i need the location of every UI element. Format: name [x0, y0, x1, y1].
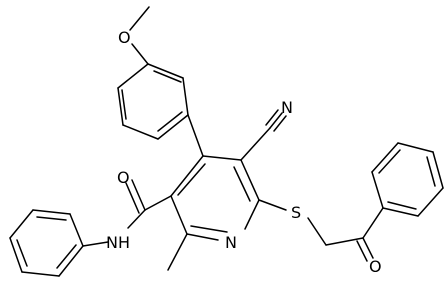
pyridine-ring — [170, 155, 260, 241]
bond-py-2 — [240, 159, 260, 201]
bond-py-6 — [170, 155, 204, 197]
bond-co-2 — [125, 182, 140, 214]
bond-ph1-c — [9, 209, 34, 239]
bond-co-1 — [131, 179, 146, 211]
bond-py-2-inner — [233, 166, 251, 202]
bond-co-phenyl — [362, 207, 384, 239]
bond-ring1-a — [147, 63, 184, 79]
bond-triple-1 — [269, 112, 283, 129]
bond-ph1-b — [32, 209, 71, 215]
bond-py-1 — [202, 155, 242, 161]
bond-ph2-c — [397, 142, 434, 153]
bond-py-5 — [170, 195, 188, 235]
bond-ph2-b-inner — [378, 149, 401, 174]
bond-ring1-b — [182, 77, 189, 116]
methoxy-oxygen-label: O — [118, 28, 131, 47]
amide-carbonyl-oxygen-label: O — [117, 168, 130, 187]
bond-triple-3 — [273, 115, 287, 132]
bond-ph1-f-inner — [56, 244, 77, 269]
amide-group — [82, 179, 172, 247]
nitrile-group — [240, 109, 287, 161]
benzoyl-phenyl-ring — [371, 142, 444, 217]
bond-c-nh — [127, 209, 146, 229]
bond-ph1-f — [58, 245, 84, 277]
bond-ph2-d — [432, 151, 444, 189]
bond-nh-phenyl — [82, 241, 109, 247]
bond-c-s — [258, 199, 287, 211]
bond-ph2-b — [371, 142, 399, 173]
sulfur-label: S — [291, 203, 301, 222]
bond-aryl-pyridine — [187, 114, 204, 157]
bond-ph2-a — [371, 171, 384, 209]
bond-ring1-e-inner — [121, 89, 127, 120]
bond-ph2-d-inner — [426, 156, 436, 187]
bond-py-4-inner — [190, 225, 228, 233]
nitrile-nitrogen-label: N — [281, 98, 293, 117]
methoxy-group — [129, 6, 150, 65]
thioether-chain — [258, 199, 384, 262]
bond-py-6-inner — [177, 163, 206, 196]
bond-triple-2 — [265, 109, 279, 126]
bond-o-aryl — [131, 43, 149, 65]
bond-ring1-f — [117, 63, 149, 89]
bond-ph1-b-inner — [36, 216, 67, 221]
bond-py-4 — [186, 233, 219, 241]
bond-ring1-d — [122, 124, 159, 140]
anilide-phenyl-ring — [9, 209, 84, 277]
bond-ketone-2 — [356, 240, 368, 262]
bond-py-3 — [244, 199, 260, 230]
bond-ring1-c — [157, 114, 189, 140]
bond-ring1-a-inner — [153, 70, 182, 83]
bond-ph1-a — [69, 213, 84, 247]
methoxyphenyl-ring — [117, 63, 189, 140]
amide-nh-label: NH — [106, 233, 130, 252]
bond-s-ch2 — [307, 217, 327, 246]
bond-ketone-1 — [362, 237, 374, 259]
bond-methyl — [167, 233, 188, 271]
bond-ring1-c-inner — [157, 111, 183, 132]
bond-ph2-f-inner — [387, 201, 417, 210]
bond-methyl-o — [129, 6, 150, 31]
bond-c-cn — [240, 127, 271, 161]
pyridine-nitrogen-label: N — [225, 233, 237, 252]
bond-ch2-co — [325, 237, 364, 246]
bond-ph1-e — [21, 271, 60, 277]
bond-ring-amide-c — [144, 195, 172, 211]
ketone-oxygen-label: O — [369, 257, 382, 276]
bond-ph1-d-inner — [16, 239, 28, 267]
bond-ph2-e — [417, 187, 444, 217]
bond-ph1-d — [9, 237, 23, 273]
bond-ph2-f — [382, 207, 419, 217]
bond-ring1-e — [117, 87, 124, 126]
